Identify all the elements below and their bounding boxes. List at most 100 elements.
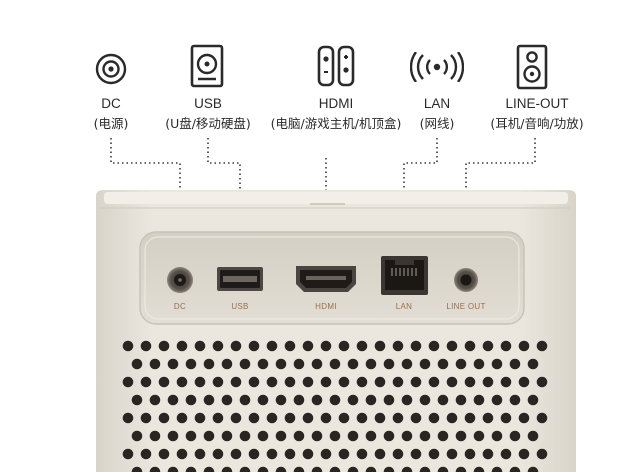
grille-hole <box>194 412 206 424</box>
grille-hole <box>419 358 431 370</box>
grille-hole <box>401 430 413 442</box>
grille-hole <box>500 448 512 460</box>
grille-hole <box>131 394 143 406</box>
grille-hole <box>284 448 296 460</box>
grille-hole <box>257 466 269 472</box>
port-desc-usb: (U盘/移动硬盘) <box>165 116 251 131</box>
grille-hole <box>266 376 278 388</box>
grille-hole <box>536 340 548 352</box>
callout-usb: USB (U盘/移动硬盘) <box>148 95 268 133</box>
grille-hole <box>302 340 314 352</box>
grille-hole <box>338 412 350 424</box>
callout-lan: LAN (网线) <box>402 95 472 133</box>
grille-hole <box>410 340 422 352</box>
grille-hole <box>347 430 359 442</box>
usb-storage-icon <box>190 44 224 88</box>
grille-hole <box>536 376 548 388</box>
grille-hole <box>293 430 305 442</box>
grille-hole <box>347 358 359 370</box>
grille-hole <box>491 430 503 442</box>
grille-hole <box>329 430 341 442</box>
speaker-icon <box>516 44 548 90</box>
leader-line-dc <box>110 138 181 268</box>
grille-hole <box>455 466 467 472</box>
dc-power-icon <box>95 53 127 85</box>
port-name-lineout: LINE-OUT <box>505 96 569 111</box>
grille-hole <box>374 448 386 460</box>
grille-hole <box>257 430 269 442</box>
grille-hole <box>248 448 260 460</box>
port-name-hdmi: HDMI <box>318 96 354 111</box>
grille-hole <box>518 376 530 388</box>
port-desc-lineout: (耳机/音响/功放) <box>490 116 584 131</box>
grille-hole <box>527 358 539 370</box>
grille-hole <box>437 430 449 442</box>
grille-hole <box>383 466 395 472</box>
grille-hole <box>491 394 503 406</box>
grille-hole <box>329 394 341 406</box>
grille-hole <box>392 340 404 352</box>
grille-hole <box>239 358 251 370</box>
grille-hole <box>500 376 512 388</box>
grille-hole <box>356 340 368 352</box>
grille-hole <box>284 376 296 388</box>
grille-hole <box>122 376 134 388</box>
port-name-dc: DC <box>101 96 121 111</box>
grille-hole <box>482 412 494 424</box>
grille-hole <box>509 394 521 406</box>
grille-hole <box>428 448 440 460</box>
grille-hole <box>509 430 521 442</box>
lan-port <box>381 256 428 295</box>
grille-hole <box>302 448 314 460</box>
grille-hole <box>122 340 134 352</box>
grille-hole <box>518 412 530 424</box>
grille-hole <box>194 448 206 460</box>
grille-hole <box>518 340 530 352</box>
grille-hole <box>446 340 458 352</box>
grille-hole <box>500 340 512 352</box>
grille-hole <box>401 358 413 370</box>
grille-hole <box>122 412 134 424</box>
port-name-lan: LAN <box>423 96 451 111</box>
port-desc-dc: (电源) <box>93 116 129 131</box>
grille-hole <box>491 466 503 472</box>
grille-hole <box>239 394 251 406</box>
grille-hole <box>446 412 458 424</box>
grille-hole <box>158 412 170 424</box>
grille-hole <box>221 358 233 370</box>
grille-hole <box>131 430 143 442</box>
grille-hole <box>221 430 233 442</box>
grille-hole <box>482 340 494 352</box>
grille-hole <box>212 448 224 460</box>
grille-hole <box>482 376 494 388</box>
grille-hole <box>419 466 431 472</box>
grille-hole <box>365 358 377 370</box>
grille-hole <box>284 340 296 352</box>
grille-hole <box>149 358 161 370</box>
grille-hole <box>311 430 323 442</box>
grille-hole <box>149 394 161 406</box>
grille-hole <box>311 358 323 370</box>
grille-hole <box>446 448 458 460</box>
grille-hole <box>176 376 188 388</box>
grille-hole <box>302 376 314 388</box>
panel-label-usb: USB <box>231 302 249 311</box>
grille-hole <box>257 358 269 370</box>
grille-hole <box>221 466 233 472</box>
port-desc-hdmi: (电脑/游戏主机/机顶盒) <box>270 116 402 131</box>
grille-hole <box>509 358 521 370</box>
callout-dc: DC (电源) <box>81 95 141 133</box>
grille-hole <box>383 394 395 406</box>
grille-hole <box>230 412 242 424</box>
grille-hole <box>140 340 152 352</box>
hdmi-port <box>296 266 356 292</box>
grille-hole <box>122 448 134 460</box>
grille-hole <box>365 430 377 442</box>
grille-hole <box>320 448 332 460</box>
grille-hole <box>203 358 215 370</box>
grille-hole <box>356 448 368 460</box>
grille-hole <box>149 430 161 442</box>
callout-lineout: LINE-OUT (耳机/音响/功放) <box>472 95 602 133</box>
grille-hole <box>356 412 368 424</box>
grille-hole <box>239 466 251 472</box>
